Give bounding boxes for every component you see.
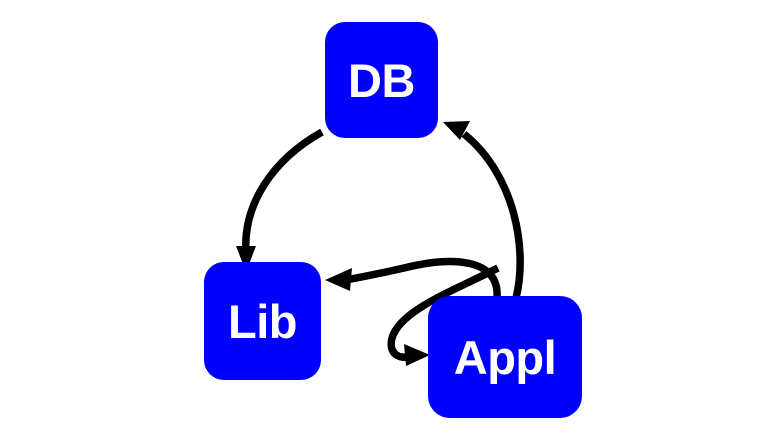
node-db-label: DB [348, 53, 415, 107]
node-appl-label: Appl [453, 330, 557, 384]
arrowhead-appl-to-lib [325, 268, 352, 291]
arrowhead-appl-to-db [443, 121, 470, 140]
node-lib[interactable]: Lib [204, 262, 321, 380]
node-db[interactable]: DB [325, 22, 438, 138]
edge-lib-to-appl [387, 264, 500, 366]
arrowhead-lib-to-appl [404, 344, 430, 366]
node-lib-label: Lib [228, 294, 297, 348]
edge-db-to-lib [236, 128, 324, 272]
arrowhead-db-to-lib [236, 246, 256, 272]
edge-appl-to-db [443, 121, 524, 299]
node-appl[interactable]: Appl [428, 296, 582, 418]
